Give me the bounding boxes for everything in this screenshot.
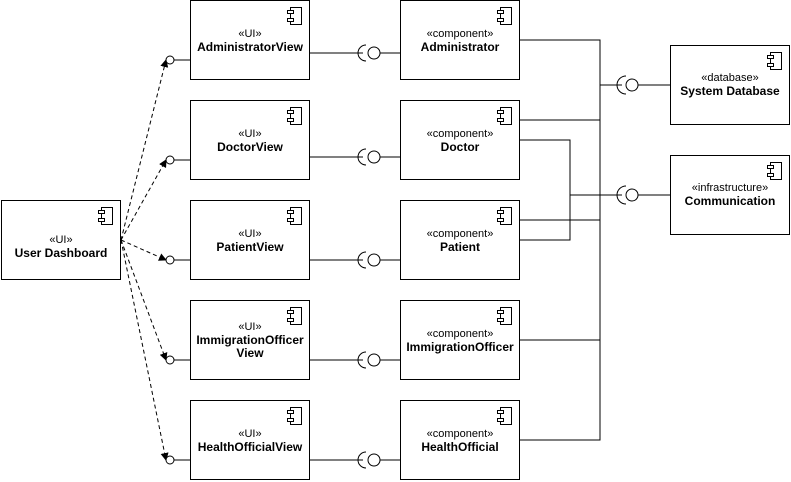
component-icon <box>497 307 512 325</box>
component-icon <box>497 107 512 125</box>
component-icon <box>287 207 302 225</box>
dependency-arrow <box>120 159 167 241</box>
dependency-arrow <box>120 59 169 241</box>
communication-bus-line <box>520 139 571 241</box>
immigration-officer-component[interactable]: «component» ImmigrationOfficer <box>400 300 520 380</box>
component-icon <box>497 407 512 425</box>
provided-interface-icon <box>165 455 175 465</box>
stereotype-label: «UI» <box>238 228 262 240</box>
component-name: HealthOfficial <box>421 440 499 454</box>
doctor-view-component[interactable]: «UI» DoctorView <box>190 100 310 180</box>
component-name: Administrator <box>420 40 500 54</box>
component-icon <box>287 7 302 25</box>
component-name: DoctorView <box>217 140 283 154</box>
communication-component[interactable]: «infrastructure» Communication <box>670 155 790 235</box>
stereotype-label: «UI» <box>238 321 262 333</box>
component-name: ImmigrationOfficer <box>406 340 514 354</box>
component-name: User Dashboard <box>14 246 108 260</box>
required-interface-icon <box>357 451 367 469</box>
stereotype-label: «component» <box>426 328 494 340</box>
health-official-component[interactable]: «component» HealthOfficial <box>400 400 520 480</box>
component-icon <box>497 7 512 25</box>
component-name: ImmigrationOfficer View <box>196 333 304 360</box>
provided-interface-icon <box>165 155 175 165</box>
component-icon <box>287 307 302 325</box>
stereotype-label: «UI» <box>238 28 262 40</box>
patient-component[interactable]: «component» Patient <box>400 200 520 280</box>
provided-interface-icon <box>625 78 639 92</box>
dependency-arrow <box>120 239 168 361</box>
stereotype-label: «component» <box>426 228 494 240</box>
component-icon <box>287 107 302 125</box>
component-name: System Database <box>680 84 780 98</box>
stereotype-label: «database» <box>701 72 759 84</box>
user-dashboard-component[interactable]: «UI» User Dashboard <box>1 200 121 280</box>
provided-interface-icon <box>625 188 639 202</box>
stereotype-label: «UI» <box>238 428 262 440</box>
stereotype-label: «component» <box>426 28 494 40</box>
component-name: HealthOfficialView <box>197 440 303 454</box>
stereotype-label: «component» <box>426 128 494 140</box>
patient-view-component[interactable]: «UI» PatientView <box>190 200 310 280</box>
provided-interface-icon <box>367 253 381 267</box>
required-interface-icon <box>357 44 367 62</box>
provided-interface-icon <box>165 55 175 65</box>
stereotype-label: «component» <box>426 428 494 440</box>
component-icon <box>497 207 512 225</box>
component-icon <box>767 162 782 180</box>
provided-interface-icon <box>165 355 175 365</box>
provided-interface-icon <box>367 453 381 467</box>
stereotype-label: «infrastructure» <box>691 182 769 194</box>
health-official-view-component[interactable]: «UI» HealthOfficialView <box>190 400 310 480</box>
component-name: PatientView <box>216 240 284 254</box>
component-icon <box>287 407 302 425</box>
system-database-component[interactable]: «database» System Database <box>670 45 790 125</box>
required-interface-icon <box>357 351 367 369</box>
dependency-arrow <box>120 239 167 261</box>
required-interface-icon <box>616 185 627 205</box>
stereotype-label: «UI» <box>49 234 73 246</box>
required-interface-icon <box>616 75 627 95</box>
component-icon <box>767 52 782 70</box>
stereotype-label: «UI» <box>238 128 262 140</box>
provided-interface-icon <box>367 46 381 60</box>
database-bus-line <box>520 39 601 441</box>
component-name: Doctor <box>440 140 480 154</box>
component-name: Patient <box>439 240 480 254</box>
required-interface-icon <box>357 251 367 269</box>
provided-interface-icon <box>367 353 381 367</box>
administrator-component[interactable]: «component» Administrator <box>400 0 520 80</box>
component-name: AdministratorView <box>197 40 303 54</box>
component-name: Communication <box>684 194 776 208</box>
required-interface-icon <box>357 148 367 166</box>
provided-interface-icon <box>165 255 175 265</box>
administrator-view-component[interactable]: «UI» AdministratorView <box>190 0 310 80</box>
provided-interface-icon <box>367 150 381 164</box>
dependency-arrow <box>120 239 169 461</box>
doctor-component[interactable]: «component» Doctor <box>400 100 520 180</box>
component-icon <box>98 207 113 225</box>
immigration-officer-view-component[interactable]: «UI» ImmigrationOfficer View <box>190 300 310 380</box>
